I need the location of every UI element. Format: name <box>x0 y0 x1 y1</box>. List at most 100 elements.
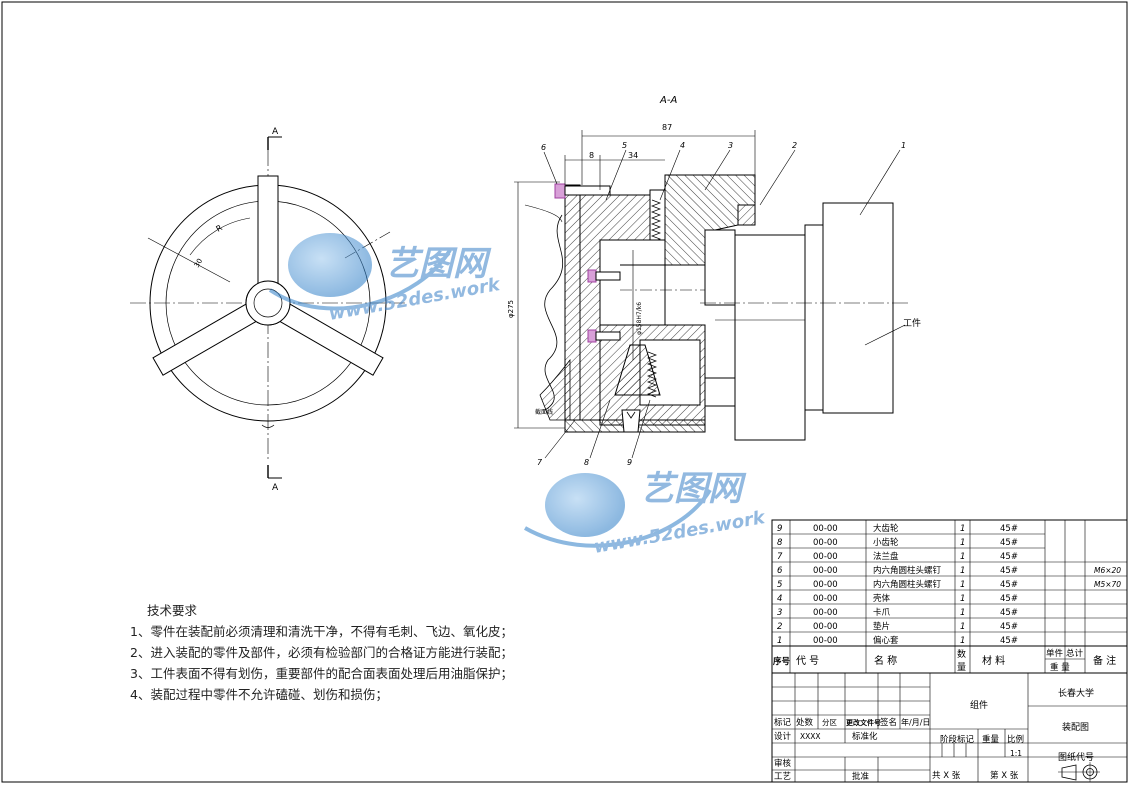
header-no: 序号 <box>772 656 791 667</box>
balloons: 6 5 4 3 2 1 7 8 9 <box>537 141 906 467</box>
bom-cell-note: M6×20 <box>1094 566 1121 575</box>
tb-assembly: 组件 <box>970 699 988 711</box>
dim-dia-left: φ275 <box>507 300 515 318</box>
balloon-8: 8 <box>584 458 589 467</box>
bom-cell-name: 卡爪 <box>873 607 891 618</box>
header-weight: 重 量 <box>1050 662 1070 673</box>
bom-cell-mat: 45# <box>1000 566 1018 576</box>
bom-cell-no: 2 <box>777 622 782 632</box>
balloon-5: 5 <box>622 141 627 150</box>
title-block-text: 标记 处数 分区 更改文件号 签名 年/月/日 设计 XXXX 标准化 审核 工… <box>774 687 1094 782</box>
watermark-logo-1: 艺图网 www.52des.work <box>268 233 502 325</box>
bom-cell-name: 小齿轮 <box>873 537 899 548</box>
header-mat: 材 料 <box>982 654 1005 667</box>
bom-cell-mat: 45# <box>1000 594 1018 604</box>
bom-cell-name: 内六角圆柱头螺钉 <box>873 565 942 576</box>
requirement-item-1: 1、零件在装配前必须清理和清洗干净，不得有毛刺、飞边、氧化皮； <box>130 624 513 639</box>
tb-scale-val: 1:1 <box>1010 749 1022 758</box>
tb-drawing-name: 装配图 <box>1062 721 1089 733</box>
dim-8: 8 <box>589 151 594 160</box>
bom-cell-mat: 45# <box>1000 622 1018 632</box>
dim-overall: 87 <box>662 123 672 132</box>
tb-count: 处数 <box>796 717 814 728</box>
bom-cell-qty: 1 <box>960 622 965 632</box>
bom-cell-qty: 1 <box>960 608 965 618</box>
bom-cell-mat: 45# <box>1000 636 1018 646</box>
tb-review: 审核 <box>774 758 792 769</box>
bom-cell-name: 壳体 <box>873 593 891 604</box>
tb-design: 设计 <box>774 731 792 742</box>
tb-approve: 批准 <box>852 771 870 782</box>
dim-left-radius: R <box>215 223 225 234</box>
bom-cell-code: 00-00 <box>813 580 838 590</box>
balloon-6: 6 <box>541 143 546 152</box>
dim-left-small: 30 <box>193 257 204 269</box>
technical-requirements: 技术要求 1、零件在装配前必须清理和清洗干净，不得有毛刺、飞边、氧化皮； 2、进… <box>130 600 600 705</box>
bom-cell-qty: 1 <box>960 636 965 646</box>
front-view <box>130 136 405 479</box>
bom-cell-code: 00-00 <box>813 636 838 646</box>
bom-cell-code: 00-00 <box>813 594 838 604</box>
tb-sheets: 共 X 张 <box>932 771 961 781</box>
bom-cell-name: 内六角圆柱头螺钉 <box>873 579 942 590</box>
bom-cell-code: 00-00 <box>813 622 838 632</box>
header-name: 名 称 <box>874 654 897 667</box>
svg-text:艺图网: 艺图网 <box>385 244 492 284</box>
tb-mark: 标记 <box>774 717 792 728</box>
bom-cell-no: 5 <box>777 580 782 590</box>
bom-cell-no: 3 <box>777 608 782 618</box>
requirements-title: 技术要求 <box>147 603 198 618</box>
balloon-9: 9 <box>627 458 632 467</box>
section-view <box>514 130 910 459</box>
balloon-3: 3 <box>728 141 733 150</box>
section-mark-top: A <box>272 127 279 137</box>
tb-zone: 分区 <box>822 718 837 727</box>
bom-cell-name: 偏心套 <box>873 635 899 646</box>
bom-cell-name: 大齿轮 <box>873 523 899 534</box>
tb-process: 工艺 <box>774 772 791 782</box>
bom-cell-note: M5×70 <box>1094 580 1121 589</box>
watermark-logo-2: 艺图网 www.52des.work <box>524 469 767 558</box>
tb-date: 年/月/日 <box>901 717 930 727</box>
title-block <box>771 672 1128 783</box>
balloon-2: 2 <box>792 141 797 150</box>
bom-cell-mat: 45# <box>1000 538 1018 548</box>
tb-change-doc: 更改文件号 <box>846 718 881 727</box>
tb-design-val: XXXX <box>800 732 821 741</box>
bom-cell-code: 00-00 <box>813 552 838 562</box>
bom-cell-code: 00-00 <box>813 608 838 618</box>
balloon-7: 7 <box>537 458 543 467</box>
dim-dia-inner: φ158H7/k6 <box>636 302 643 335</box>
tb-school: 长春大学 <box>1058 687 1094 699</box>
bom-cell-mat: 45# <box>1000 580 1018 590</box>
bom-cell-qty: 1 <box>960 566 965 576</box>
requirement-item-2: 2、进入装配的零件及部件，必须有检验部门的合格证方能进行装配； <box>130 645 513 660</box>
tb-standardize: 标准化 <box>852 731 878 742</box>
bom-rows: 9 00-00 大齿轮 1 45# 8 00-00 小齿轮 1 45# 7 00-00 法兰盘 1 45# 6… <box>777 523 1121 646</box>
svg-text:艺图网: 艺图网 <box>640 469 747 509</box>
bom-cell-no: 4 <box>777 594 782 604</box>
section-mark-bottom: A <box>272 483 279 493</box>
balloon-4: 4 <box>680 141 685 150</box>
tb-scale: 比例 <box>1007 734 1024 745</box>
bom-cell-no: 7 <box>777 552 783 562</box>
bom-cell-no: 8 <box>777 538 783 548</box>
bom-cell-qty: 1 <box>960 524 965 534</box>
bom-cell-no: 1 <box>777 636 782 646</box>
bom-cell-qty: 1 <box>960 594 965 604</box>
bom-cell-mat: 45# <box>1000 524 1018 534</box>
bom-cell-mat: 45# <box>1000 608 1018 618</box>
bom-cell-qty: 1 <box>960 538 965 548</box>
tb-stage: 阶段标记 <box>940 734 975 745</box>
workpiece-label: 工件 <box>903 317 921 329</box>
requirement-item-3: 3、工件表面不得有划伤，重要部件的配合面表面处理后用油脂保护； <box>130 666 513 681</box>
small-note: 截面线 <box>535 408 553 416</box>
bom-cell-no: 9 <box>777 524 782 534</box>
bom-cell-no: 6 <box>777 566 783 576</box>
dim-34: 34 <box>628 151 638 160</box>
bom-cell-name: 法兰盘 <box>873 551 899 562</box>
bom-cell-code: 00-00 <box>813 524 838 534</box>
bom-cell-qty: 1 <box>960 552 965 562</box>
